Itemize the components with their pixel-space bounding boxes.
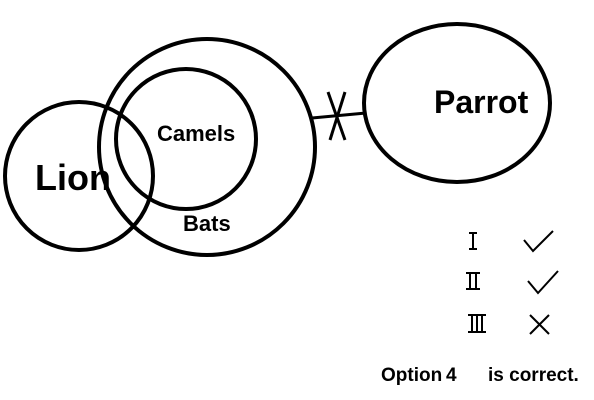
- camels-circle: [114, 67, 258, 211]
- roman-numeral-2: [466, 272, 480, 290]
- statement-2: [466, 270, 559, 295]
- statement-3: [468, 314, 550, 335]
- roman-numeral-3: [468, 314, 486, 333]
- answer-suffix: is correct.: [488, 365, 579, 386]
- check-icon: [523, 230, 554, 253]
- roman-numeral-1: [469, 232, 477, 250]
- statement-1: [469, 230, 554, 253]
- answer-prefix: Option: [381, 365, 442, 386]
- check-icon: [527, 270, 559, 295]
- bats-label: Bats: [183, 211, 231, 236]
- bats-circle: [97, 37, 317, 257]
- lion-circle: [3, 100, 155, 252]
- camels-label: Camels: [157, 121, 235, 146]
- parrot-label: Parrot: [434, 84, 529, 120]
- parrot-ellipse: [362, 22, 552, 184]
- cross-icon: [326, 91, 347, 141]
- cross-icon: [529, 314, 550, 335]
- answer-number: 4: [446, 365, 457, 386]
- lion-label: Lion: [35, 157, 111, 198]
